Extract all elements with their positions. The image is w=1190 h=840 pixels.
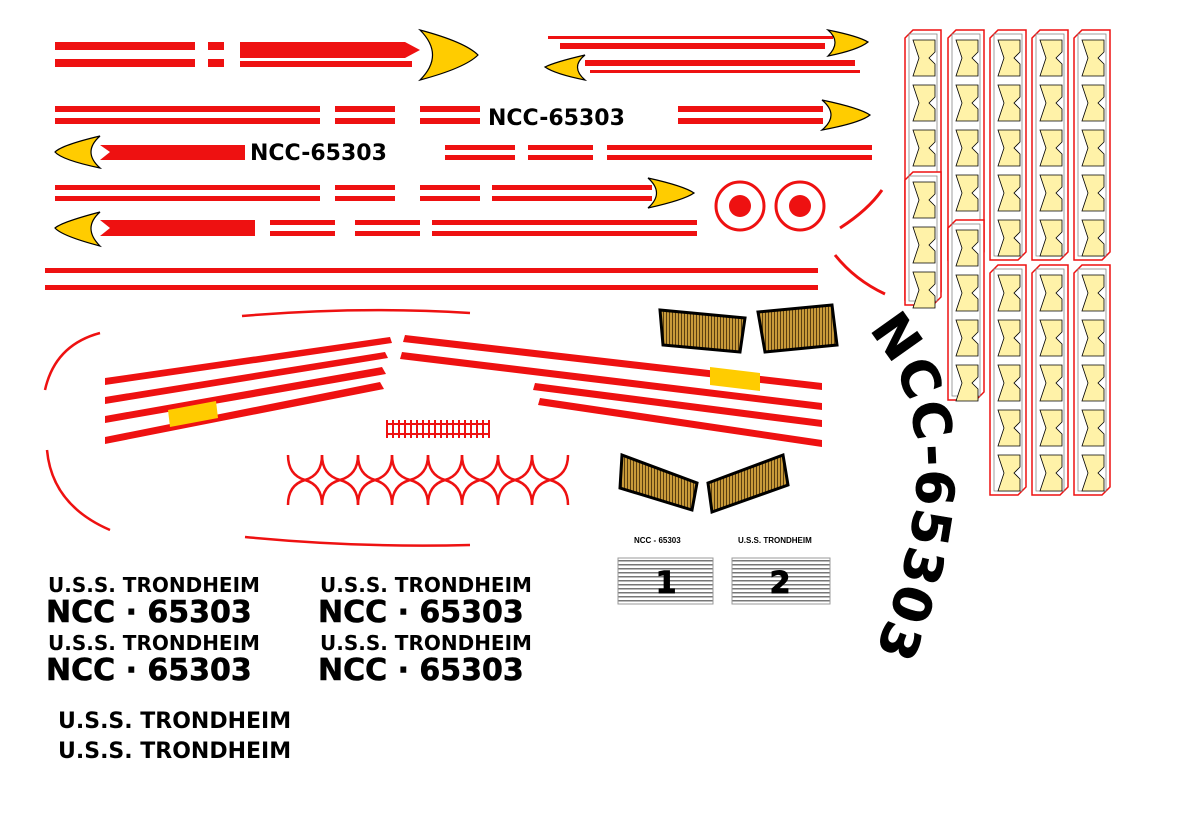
window-block xyxy=(955,229,979,267)
window-block xyxy=(1039,364,1063,402)
svg-text:U.S.S. TRONDHEIM: U.S.S. TRONDHEIM xyxy=(48,573,260,597)
window-block xyxy=(1081,219,1105,257)
marker-number-2: 2 xyxy=(770,566,791,601)
name-block-3: U.S.S. TRONDHEIM NCC · 65303 xyxy=(46,631,260,688)
window-block xyxy=(912,129,936,167)
window-block xyxy=(997,454,1021,492)
window-block xyxy=(955,274,979,312)
stripe-registry-2 xyxy=(54,135,872,170)
window-block xyxy=(1081,409,1105,447)
window-block xyxy=(955,319,979,357)
window-block xyxy=(1039,174,1063,212)
window-block xyxy=(912,226,936,264)
window-block xyxy=(997,409,1021,447)
window-block xyxy=(1039,274,1063,312)
window-block xyxy=(955,39,979,77)
window-block xyxy=(1081,174,1105,212)
window-block xyxy=(1039,129,1063,167)
window-block xyxy=(997,364,1021,402)
name-block-4: U.S.S. TRONDHEIM NCC · 65303 xyxy=(318,631,532,688)
window-block xyxy=(1081,129,1105,167)
window-block xyxy=(1081,454,1105,492)
yellow-arrowhead xyxy=(647,177,696,209)
diagonal-stripes-left xyxy=(105,337,392,444)
svg-text:NCC · 65303: NCC · 65303 xyxy=(318,653,524,688)
window-block xyxy=(955,84,979,122)
window-block xyxy=(1081,364,1105,402)
window-block xyxy=(912,181,936,219)
svg-text:NCC · 65303: NCC · 65303 xyxy=(46,595,252,630)
window-block xyxy=(1081,84,1105,122)
window-block xyxy=(1039,39,1063,77)
stripe-registry-1 xyxy=(55,99,872,132)
stripe-arrow-4 xyxy=(54,211,697,248)
window-block xyxy=(1039,319,1063,357)
yellow-band-left xyxy=(168,401,218,427)
yellow-arrowhead xyxy=(543,54,588,82)
stripe-arrow-3 xyxy=(55,177,696,209)
yellow-arrowhead xyxy=(417,28,479,82)
marker-number-1: 1 xyxy=(656,566,677,601)
grille-panel-3 xyxy=(618,452,699,512)
small-registry-label: NCC - 65303 xyxy=(634,536,681,545)
diagonal-stripes-right xyxy=(400,335,822,447)
small-name-label: U.S.S. TRONDHEIM xyxy=(738,536,812,545)
grille-panel-4 xyxy=(706,452,790,515)
curved-stripe-lower xyxy=(833,254,886,296)
svg-text:U.S.S. TRONDHEIM: U.S.S. TRONDHEIM xyxy=(320,573,532,597)
window-block xyxy=(1081,39,1105,77)
registry-text-2: NCC-65303 xyxy=(250,141,387,166)
roundel-right xyxy=(774,180,826,232)
window-block xyxy=(1081,319,1105,357)
registry-text-1: NCC-65303 xyxy=(488,106,625,131)
marker-plate-2: 2 xyxy=(731,557,831,605)
window-block xyxy=(955,174,979,212)
stripe-arrow-1 xyxy=(55,28,479,82)
grille-panel-2 xyxy=(756,303,839,354)
yellow-band-right xyxy=(710,367,760,391)
window-block xyxy=(1039,454,1063,492)
window-block xyxy=(955,129,979,167)
grille-panel-1 xyxy=(658,308,747,354)
window-block xyxy=(1039,84,1063,122)
window-block xyxy=(997,84,1021,122)
svg-text:U.S.S. TRONDHEIM: U.S.S. TRONDHEIM xyxy=(48,631,260,655)
window-block xyxy=(1039,219,1063,257)
svg-text:NCC · 65303: NCC · 65303 xyxy=(46,653,252,688)
curved-stripe-upper xyxy=(839,189,884,230)
window-strips xyxy=(904,29,1111,496)
window-block xyxy=(997,219,1021,257)
saucer-outline xyxy=(43,308,471,547)
window-block xyxy=(997,174,1021,212)
ship-name-large-1: U.S.S. TRONDHEIM xyxy=(58,709,291,734)
window-block xyxy=(997,129,1021,167)
svg-text:NCC · 65303: NCC · 65303 xyxy=(318,595,524,630)
name-block-1: U.S.S. TRONDHEIM NCC · 65303 xyxy=(46,573,260,630)
window-block xyxy=(1039,409,1063,447)
window-block xyxy=(912,39,936,77)
window-block xyxy=(912,271,936,309)
name-block-2: U.S.S. TRONDHEIM NCC · 65303 xyxy=(318,573,532,630)
window-block xyxy=(955,364,979,402)
ship-name-large-2: U.S.S. TRONDHEIM xyxy=(58,739,291,764)
yellow-arrowhead xyxy=(819,99,872,132)
window-block xyxy=(1081,274,1105,312)
yellow-arrowhead xyxy=(54,211,102,248)
stripe-arrow-2 xyxy=(543,28,870,82)
window-block xyxy=(997,274,1021,312)
window-block xyxy=(912,84,936,122)
window-block xyxy=(997,319,1021,357)
marker-plate-1: 1 xyxy=(617,557,714,605)
yellow-arrowhead xyxy=(825,28,870,57)
svg-text:U.S.S. TRONDHEIM: U.S.S. TRONDHEIM xyxy=(320,631,532,655)
yellow-arrowhead xyxy=(54,135,103,170)
tick-strip xyxy=(386,420,490,438)
window-block xyxy=(997,39,1021,77)
long-stripe-pair xyxy=(45,268,818,290)
arch-marks xyxy=(286,454,570,506)
roundel-left xyxy=(714,180,766,232)
